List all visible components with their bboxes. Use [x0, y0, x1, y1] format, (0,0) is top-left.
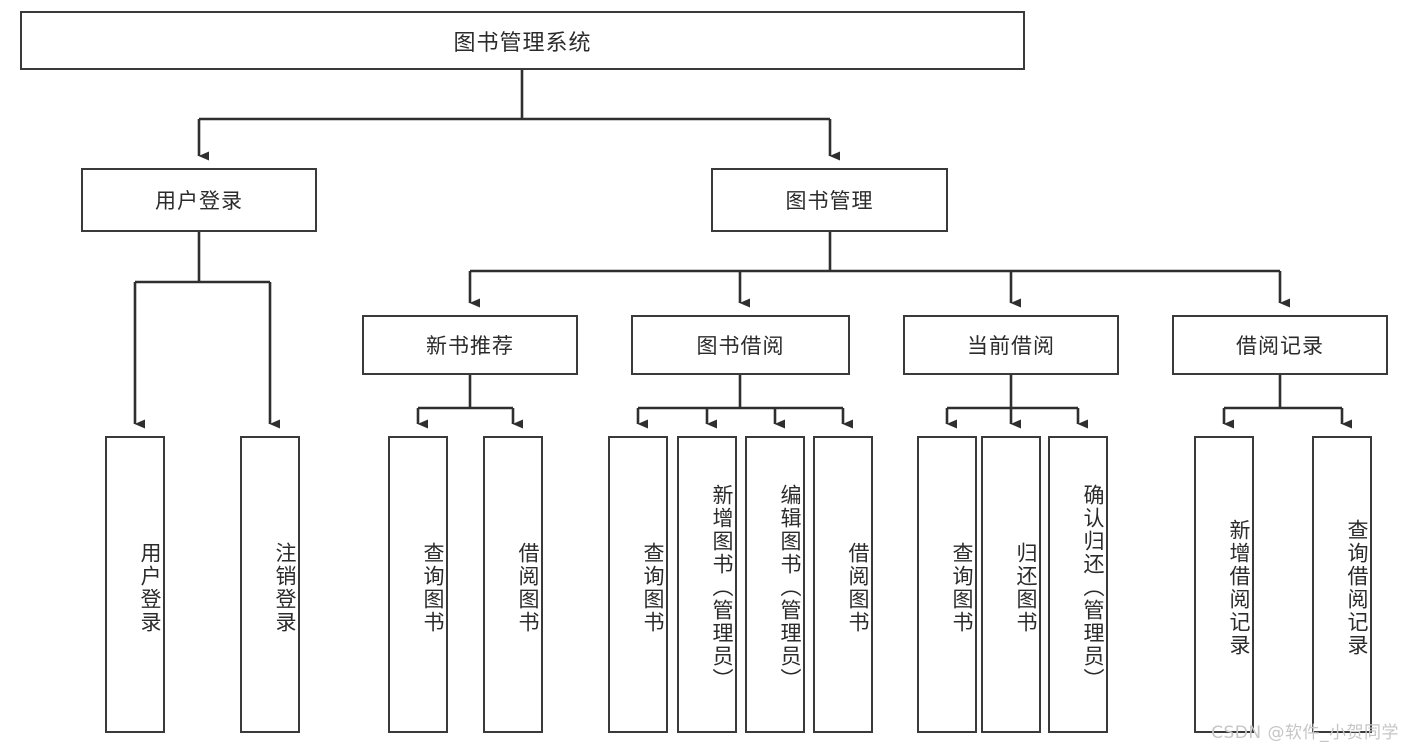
leaf-recommend-borrow-book[interactable]: 借阅图书 [483, 436, 543, 733]
leaf-borrow-edit-book-admin[interactable]: 编辑图书（管理员） [745, 436, 805, 733]
leaf-current-return-book[interactable]: 归还图书 [981, 436, 1041, 733]
leaf-borrow-add-book-admin[interactable]: 新增图书（管理员） [677, 436, 737, 733]
leaf-recommend-query-book[interactable]: 查询图书 [388, 436, 448, 733]
node-new-book-recommend[interactable]: 新书推荐 [362, 315, 578, 375]
leaf-record-add-record[interactable]: 新增借阅记录 [1194, 436, 1254, 733]
leaf-user-login-login[interactable]: 用户登录 [105, 436, 165, 733]
node-root-system[interactable]: 图书管理系统 [20, 11, 1025, 70]
leaf-current-query-book[interactable]: 查询图书 [917, 436, 977, 733]
leaf-record-query-record[interactable]: 查询借阅记录 [1312, 436, 1372, 733]
node-borrow-record[interactable]: 借阅记录 [1172, 315, 1388, 375]
node-current-borrow[interactable]: 当前借阅 [903, 315, 1119, 375]
leaf-current-confirm-return-admin[interactable]: 确认归还（管理员） [1048, 436, 1108, 733]
watermark-text: CSDN @软件_小贺同学 [1211, 723, 1399, 743]
node-book-management[interactable]: 图书管理 [711, 168, 948, 232]
leaf-borrow-borrow-book[interactable]: 借阅图书 [813, 436, 873, 733]
leaf-user-login-logout[interactable]: 注销登录 [240, 436, 300, 733]
node-book-borrow[interactable]: 图书借阅 [631, 315, 850, 375]
node-user-login[interactable]: 用户登录 [81, 168, 317, 232]
leaf-borrow-query-book[interactable]: 查询图书 [608, 436, 668, 733]
